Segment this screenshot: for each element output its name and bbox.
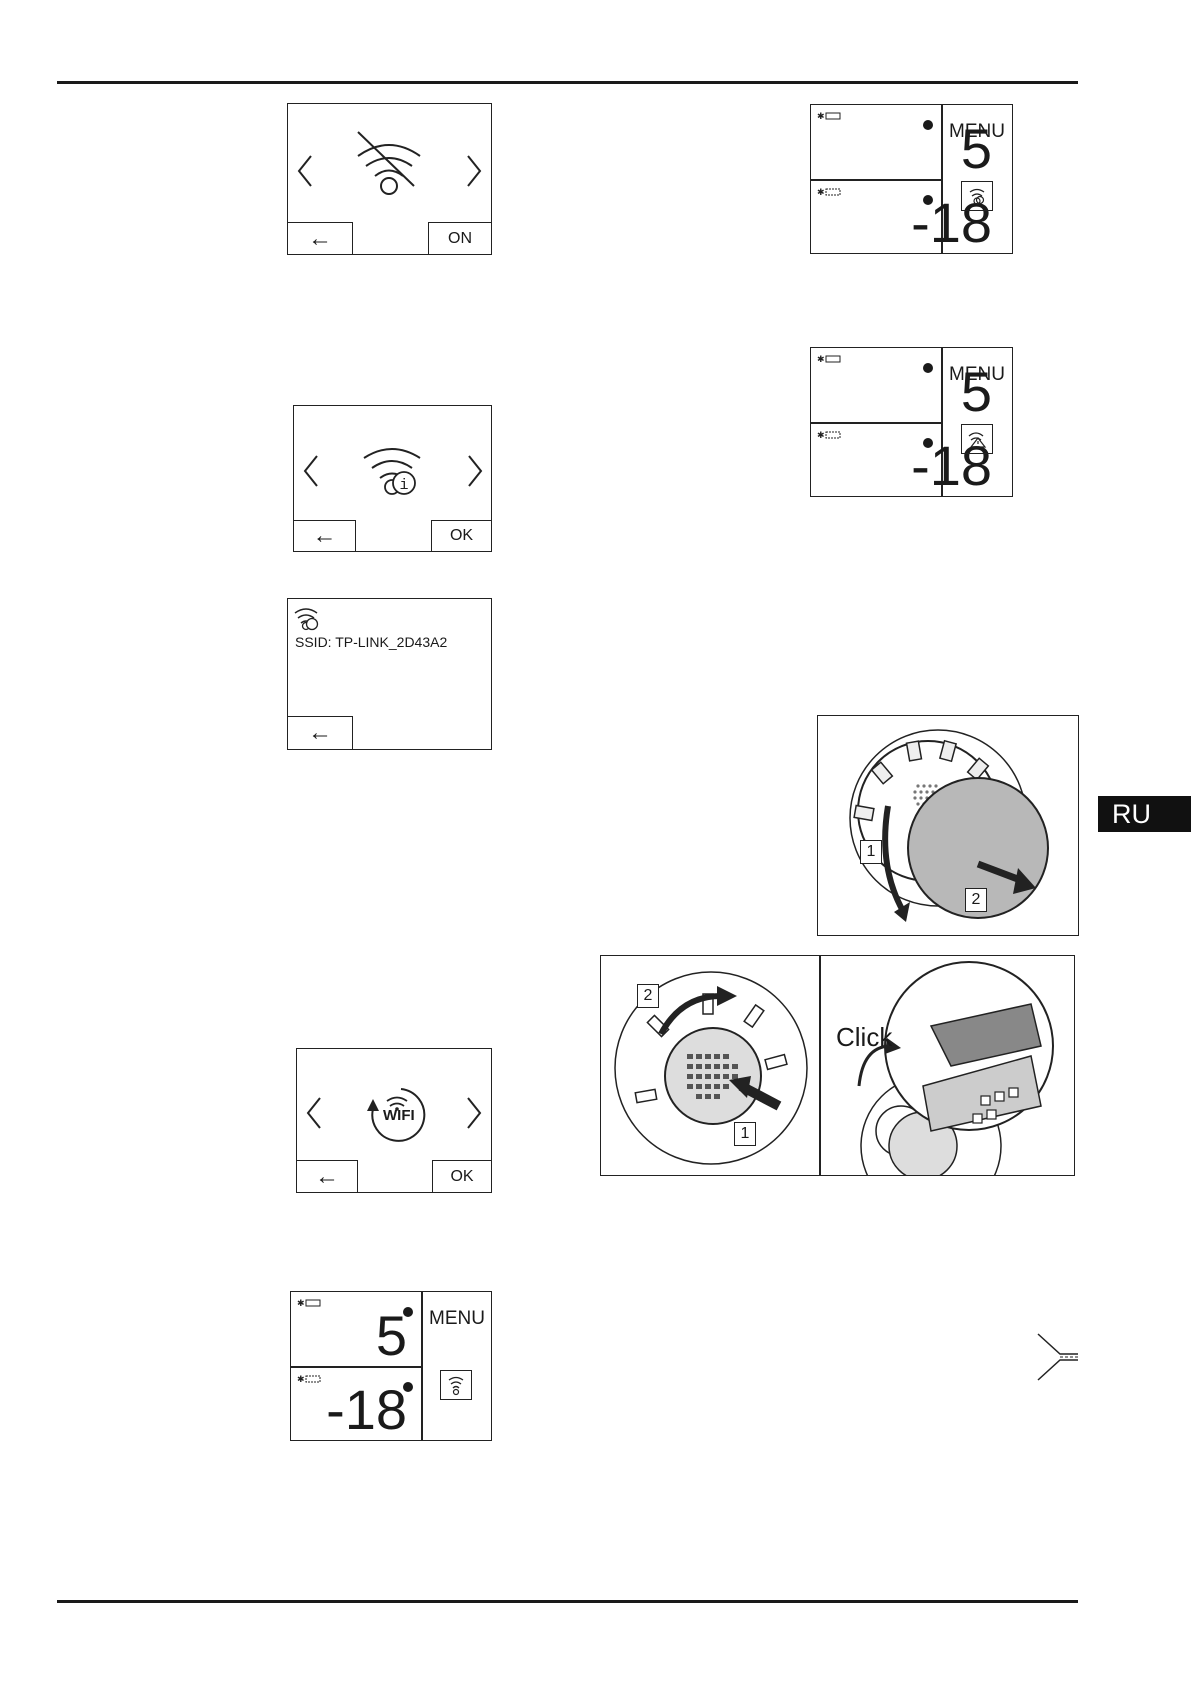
- fridge-temperature: 5: [375, 1304, 407, 1367]
- degree-dot: [403, 1307, 413, 1317]
- ok-button-label: OK: [450, 1167, 474, 1185]
- step-2-label: 2: [637, 984, 659, 1008]
- chevron-right-icon[interactable]: [465, 1096, 483, 1130]
- back-arrow-icon: ←: [312, 522, 337, 549]
- step-1-label: 1: [734, 1122, 756, 1146]
- ok-button-label: OK: [449, 527, 474, 544]
- menu-label[interactable]: MENU: [949, 364, 1005, 385]
- wifi-error-icon: [961, 424, 993, 454]
- svg-text:✱: ✱: [817, 354, 825, 364]
- back-arrow-icon: ←: [315, 1162, 339, 1190]
- filter-install-illustration: 2 1 Click: [600, 955, 1075, 1176]
- degree-dot: [923, 363, 933, 373]
- freezer-indicator-icon: ✱: [817, 187, 841, 197]
- chevron-left-icon[interactable]: [296, 154, 314, 188]
- svg-text:i: i: [399, 477, 408, 494]
- wifi-icon-label: WIFI: [383, 1107, 415, 1124]
- degree-dot: [403, 1382, 413, 1392]
- wifi-info-icon: i: [363, 448, 421, 495]
- svg-text:✱: ✱: [297, 1374, 305, 1384]
- freezer-indicator-icon: ✱: [297, 1374, 321, 1384]
- degree-dot: [923, 195, 933, 205]
- svg-text:✱: ✱: [817, 187, 825, 197]
- wifi-connected-icon: [440, 1370, 472, 1400]
- degree-dot: [923, 120, 933, 130]
- back-arrow-icon: ←: [308, 224, 332, 252]
- ok-button[interactable]: OK: [432, 1160, 492, 1193]
- back-button[interactable]: ←: [287, 716, 353, 750]
- back-button[interactable]: ←: [296, 1160, 358, 1193]
- filter-removal-illustration: 1 2: [817, 715, 1079, 936]
- ssid-text: SSID: TP-LINK_2D43A2: [295, 634, 448, 650]
- svg-text:✱: ✱: [817, 430, 825, 440]
- fridge-indicator-icon: ✱: [817, 111, 841, 121]
- back-button[interactable]: ←: [287, 222, 353, 255]
- back-button[interactable]: ←: [293, 520, 356, 552]
- wifi-info-screen: i ← OK: [293, 405, 492, 552]
- on-button-label: ON: [448, 229, 472, 247]
- chevron-right-icon[interactable]: [466, 454, 484, 488]
- wifi-connect-screen: WIFI ← OK: [296, 1048, 492, 1193]
- temperature-display: ✱ 5 ✱ -18 MENU: [810, 347, 1013, 497]
- freezer-indicator-icon: ✱: [817, 430, 841, 440]
- menu-label[interactable]: MENU: [949, 121, 1005, 142]
- chevron-left-icon[interactable]: [305, 1096, 323, 1130]
- footer-rule: [57, 1600, 1078, 1603]
- chevron-right-icon[interactable]: [465, 154, 483, 188]
- on-button[interactable]: ON: [428, 222, 492, 255]
- menu-label[interactable]: MENU: [429, 1308, 485, 1329]
- temperature-display: ✱ 5 ✱ -18 MENU: [810, 104, 1013, 254]
- fridge-temperature: 5: [960, 117, 992, 180]
- svg-text:✱: ✱: [297, 1298, 305, 1308]
- back-arrow-icon: ←: [308, 719, 332, 746]
- step-2-label: 2: [965, 888, 987, 912]
- chevron-left-icon[interactable]: [302, 454, 320, 488]
- wifi-connecting-icon: [961, 181, 993, 211]
- page-edge-marker-icon: [1037, 1333, 1078, 1381]
- step-1-label: 1: [860, 840, 882, 864]
- wifi-info-small-icon: [294, 608, 319, 631]
- wifi-connect-icon: [367, 1088, 426, 1142]
- click-label: Click: [836, 1022, 893, 1052]
- header-rule: [57, 81, 1078, 84]
- ok-button[interactable]: OK: [431, 520, 492, 552]
- degree-dot: [923, 438, 933, 448]
- fridge-temperature: 5: [960, 360, 992, 423]
- wifi-off-icon: [357, 131, 421, 195]
- wifi-off-screen: ← ON: [287, 103, 492, 255]
- ssid-info-screen: SSID: TP-LINK_2D43A2 ←: [287, 598, 492, 750]
- fridge-indicator-icon: ✱: [817, 354, 841, 364]
- svg-text:✱: ✱: [817, 111, 825, 121]
- temperature-display: ✱ 5 ✱ -18 MENU: [290, 1291, 492, 1441]
- language-tab: RU: [1098, 796, 1191, 832]
- freezer-temperature: -18: [326, 1378, 407, 1441]
- fridge-indicator-icon: ✱: [297, 1298, 321, 1308]
